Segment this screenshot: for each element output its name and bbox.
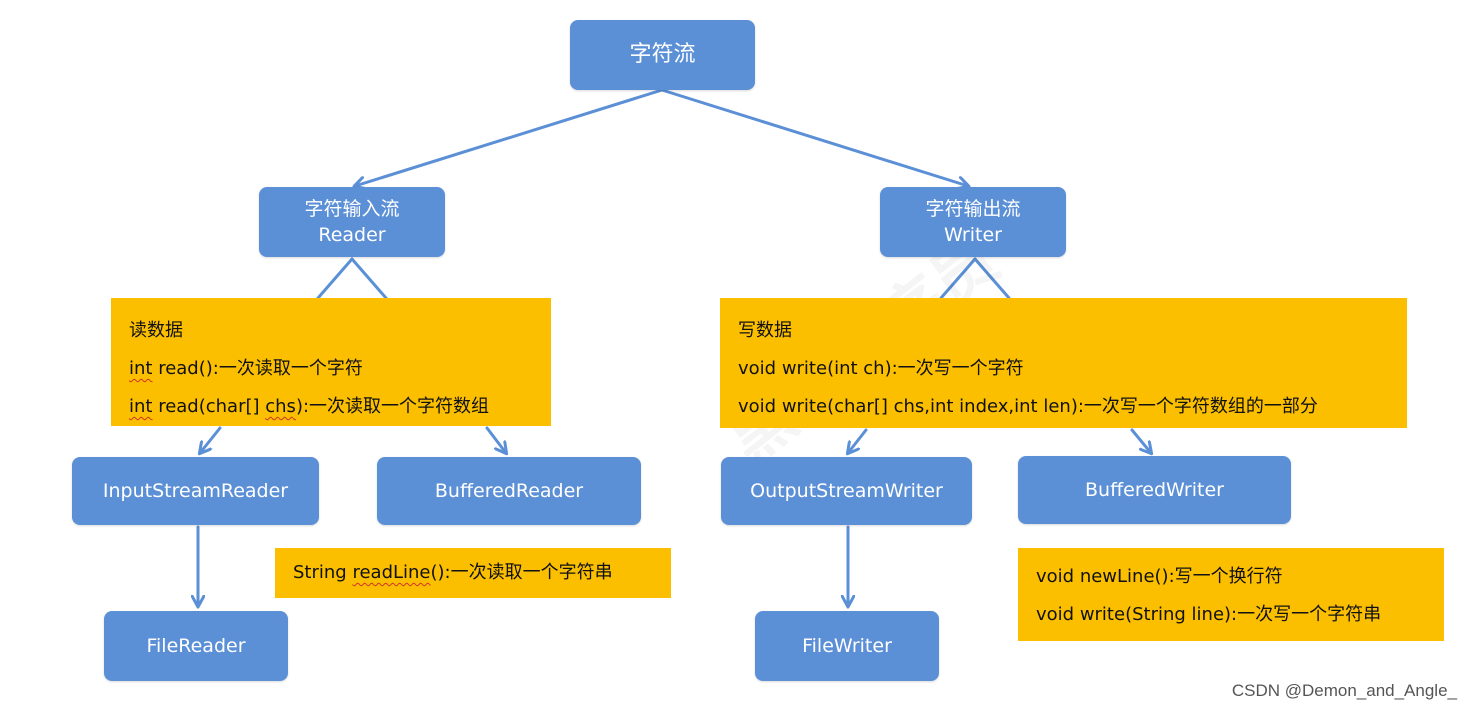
inputstreamreader-label: InputStreamReader	[102, 480, 289, 502]
filereader-node: FileReader	[104, 611, 288, 681]
reader-read-note: 读数据 int read():一次读取一个字符 int read(char[] …	[111, 298, 551, 426]
line-writer-to-note-right	[973, 257, 1011, 300]
filewriter-label: FileWriter	[802, 635, 892, 657]
readline-note-text: String readLine():一次读取一个字符串	[293, 562, 613, 583]
writer-write-note: 写数据 void write(int ch):一次写一个字符 void writ…	[720, 298, 1407, 428]
arrow-note-to-bufferedreader	[485, 426, 506, 453]
arrow-note-to-inputstreamreader	[200, 426, 222, 453]
newline-note-line1: void newLine():写一个换行符	[1036, 566, 1283, 587]
line-writer-to-note-left	[939, 257, 977, 300]
csdn-credit: CSDN @Demon_and_Angle_	[1231, 681, 1457, 700]
root-node: 字符流	[570, 20, 755, 90]
writer-name: Writer	[944, 224, 1002, 246]
reader-note-line2: int read(char[] chs):一次读取一个字符数组	[129, 396, 490, 417]
outputstreamwriter-node: OutputStreamWriter	[721, 457, 972, 525]
line-reader-to-note-left	[316, 257, 354, 300]
readline-note: String readLine():一次读取一个字符串	[275, 548, 671, 598]
filereader-label: FileReader	[146, 635, 246, 657]
newline-note: void newLine():写一个换行符 void write(String …	[1018, 548, 1444, 641]
writer-note-heading: 写数据	[738, 320, 792, 341]
root-label: 字符流	[629, 42, 696, 67]
arrow-root-to-reader	[355, 88, 664, 186]
line-reader-to-note-right	[350, 257, 388, 300]
bufferedwriter-label: BufferedWriter	[1085, 479, 1224, 501]
bufferedreader-node: BufferedReader	[377, 457, 641, 525]
reader-title: 字符输入流	[304, 198, 400, 220]
bufferedreader-label: BufferedReader	[434, 480, 584, 502]
reader-note-line1: int read():一次读取一个字符	[129, 358, 363, 379]
writer-note-line1: void write(int ch):一次写一个字符	[738, 358, 1024, 379]
writer-note-line2: void write(char[] chs,int index,int len)…	[738, 396, 1318, 417]
bufferedwriter-node: BufferedWriter	[1018, 456, 1291, 524]
newline-note-line2: void write(String line):一次写一个字符串	[1036, 604, 1382, 625]
arrow-root-to-writer	[660, 88, 968, 186]
writer-title: 字符输出流	[925, 198, 1021, 220]
arrow-note-to-bufferedwriter	[1130, 428, 1151, 453]
reader-name: Reader	[318, 224, 386, 246]
reader-node: 字符输入流 Reader	[259, 187, 445, 257]
outputstreamwriter-label: OutputStreamWriter	[750, 480, 943, 502]
filewriter-node: FileWriter	[755, 611, 939, 681]
arrow-note-to-outputstreamwriter	[848, 428, 868, 453]
inputstreamreader-node: InputStreamReader	[72, 457, 319, 525]
writer-node: 字符输出流 Writer	[880, 187, 1066, 257]
reader-note-heading: 读数据	[129, 320, 183, 341]
